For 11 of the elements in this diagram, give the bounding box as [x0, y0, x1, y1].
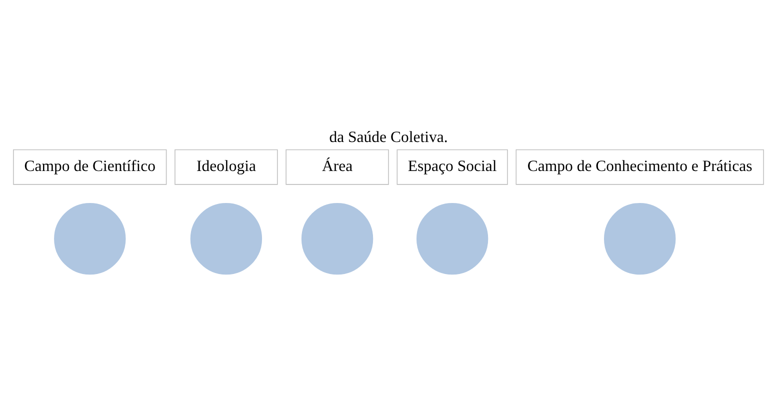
node-box: Área [286, 149, 389, 185]
node-circle [414, 200, 491, 278]
node-circle [188, 200, 264, 278]
node-circle [299, 200, 376, 278]
node-circle [52, 200, 128, 278]
diagram-title: da Saúde Coletiva. [329, 128, 448, 146]
node-box: Campo de Conhecimento e Práticas [516, 149, 764, 185]
node-box: Espaço Social [396, 149, 508, 185]
node-circle [602, 200, 678, 278]
node-box: Ideologia [174, 149, 278, 185]
node-box: Campo de Científico [13, 149, 167, 185]
